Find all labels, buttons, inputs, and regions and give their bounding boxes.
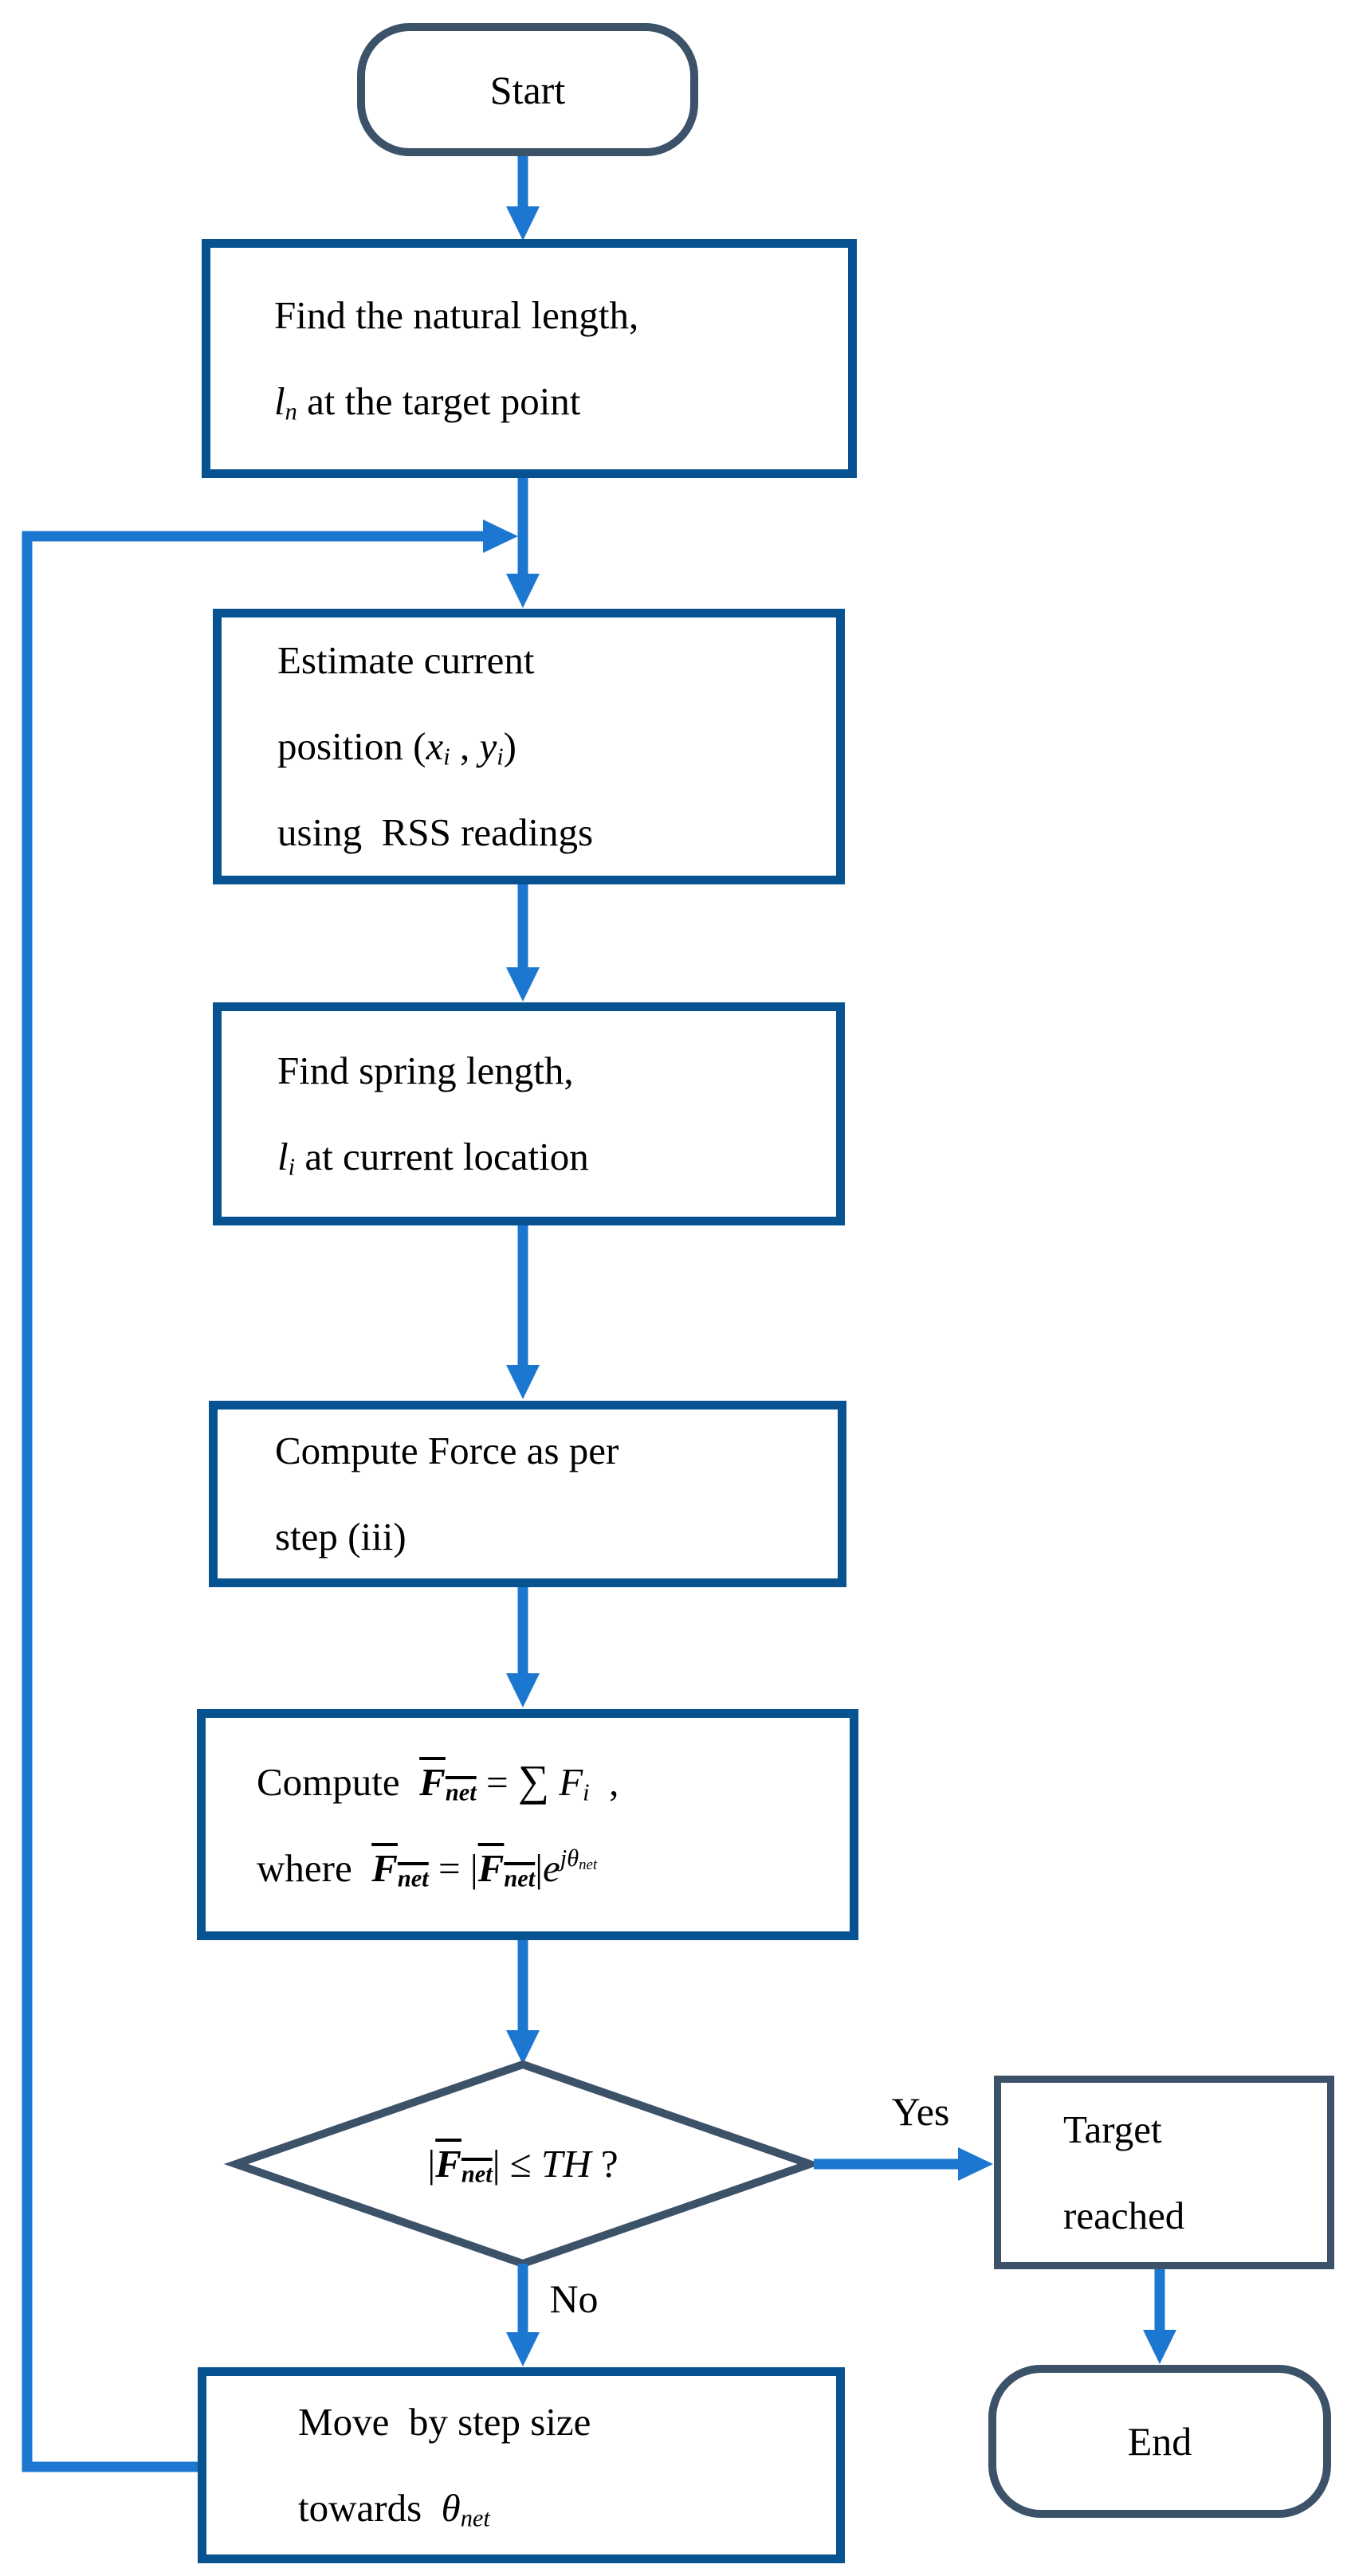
edge-label-yes: Yes xyxy=(891,2089,950,2134)
end-label: End xyxy=(1127,2419,1192,2464)
process-find-natural-length-text: Find the natural length,ln at the target… xyxy=(274,293,639,425)
process-find-spring-length: Find spring length,li at current locatio… xyxy=(213,1002,845,1225)
arrow-start-to-find-length xyxy=(506,152,540,241)
arrow-decision-no xyxy=(506,2264,540,2366)
arrow-force-to-netforce xyxy=(506,1583,540,1708)
arrow-decision-yes xyxy=(814,2147,993,2181)
process-compute-net-force-text: Compute Fnet = ∑ Fi ,where Fnet = |Fnet|… xyxy=(257,1756,619,1892)
loop-feedback-line xyxy=(22,520,518,2472)
arrow-estimate-to-spring xyxy=(506,880,540,1002)
arrow-find-length-to-estimate xyxy=(506,474,540,608)
arrow-netforce-to-decision xyxy=(506,1936,540,2064)
process-compute-net-force: Compute Fnet = ∑ Fi ,where Fnet = |Fnet|… xyxy=(197,1709,858,1940)
edge-label-no: No xyxy=(549,2276,599,2321)
start-label: Start xyxy=(489,67,566,112)
decision-label: |Fnet| ≤ TH ? xyxy=(427,2142,619,2188)
arrow-target-to-end xyxy=(1143,2265,1176,2364)
start-terminal: Start xyxy=(357,23,698,156)
process-find-spring-length-text: Find spring length,li at current locatio… xyxy=(277,1049,589,1181)
arrow-spring-to-force xyxy=(506,1221,540,1399)
end-terminal: End xyxy=(988,2365,1331,2518)
process-find-natural-length: Find the natural length,ln at the target… xyxy=(202,239,857,478)
